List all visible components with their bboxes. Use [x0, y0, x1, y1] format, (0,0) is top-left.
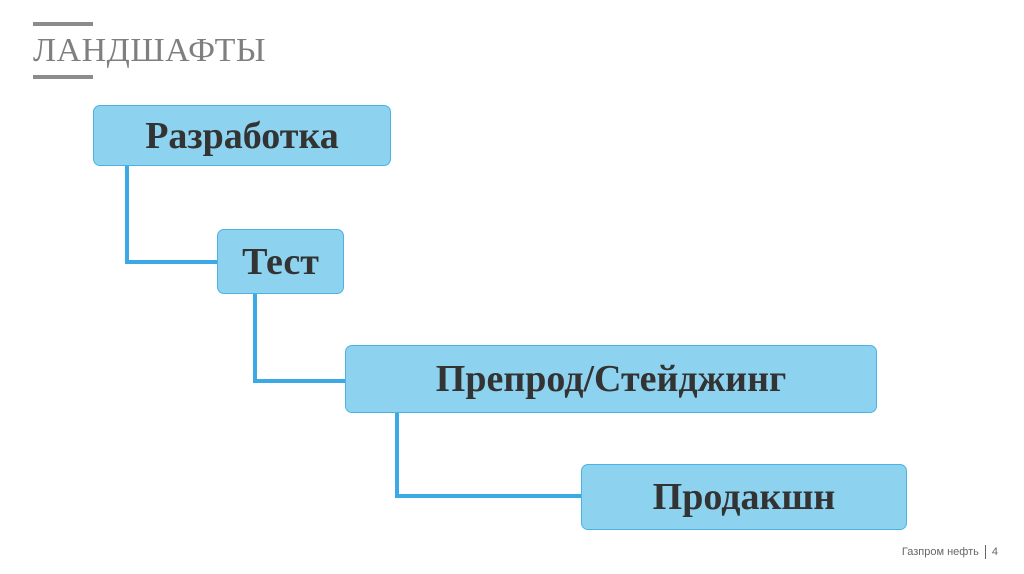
title-decoration-top: [33, 22, 93, 26]
node-staging-label: Препрод/Стейджинг: [435, 358, 787, 400]
slide-title: ЛАНДШАФТЫ: [33, 32, 267, 69]
footer-separator: [984, 545, 986, 559]
node-production: Продакшн: [581, 464, 907, 530]
footer-company: Газпром нефть: [901, 546, 979, 558]
connector-staging-prod: [395, 412, 583, 498]
title-decoration-bottom: [33, 75, 93, 79]
node-test-label: Тест: [242, 240, 319, 283]
node-development-label: Разработка: [145, 114, 339, 157]
connector-dev-test: [125, 164, 220, 264]
node-development: Разработка: [93, 105, 391, 166]
page-number: 4: [991, 546, 998, 558]
footer: Газпром нефть 4: [902, 545, 998, 559]
node-staging: Препрод/Стейджинг: [345, 345, 877, 413]
node-production-label: Продакшн: [652, 476, 836, 518]
connector-test-staging: [253, 293, 347, 383]
node-test: Тест: [217, 229, 344, 294]
